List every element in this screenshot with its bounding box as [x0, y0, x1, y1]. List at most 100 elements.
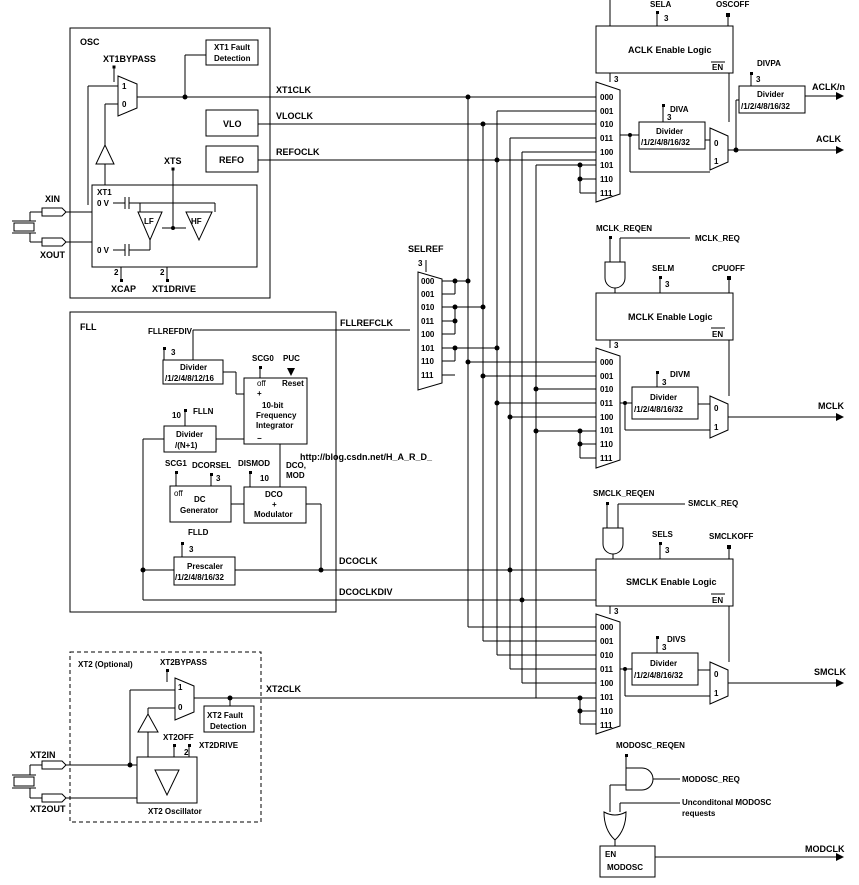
- svg-text:000: 000: [600, 93, 614, 102]
- svg-text:111: 111: [421, 371, 434, 380]
- svg-text:FLLREFDIV: FLLREFDIV: [148, 327, 193, 336]
- modosc-section: MODOSC_REQEN MODOSC_REQ Unconditonal MOD…: [599, 741, 845, 878]
- fll-n-divider: [163, 425, 217, 453]
- smclk-section: SMCLK_REQEN SMCLK_REQ SELS 3 SMCLKOFF SM…: [468, 489, 846, 735]
- svg-text:0 V: 0 V: [97, 199, 110, 208]
- svg-text:010: 010: [600, 651, 614, 660]
- svg-text:2: 2: [184, 748, 189, 757]
- svg-text:3: 3: [664, 14, 669, 23]
- svg-text:VLO: VLO: [223, 119, 242, 129]
- svg-text:FLLN: FLLN: [193, 407, 214, 416]
- svg-text:111: 111: [600, 189, 613, 198]
- svg-text:XT2IN: XT2IN: [30, 750, 56, 760]
- svg-text:1: 1: [714, 423, 719, 432]
- svg-text:011: 011: [600, 665, 613, 674]
- svg-text:FLLD: FLLD: [188, 528, 209, 537]
- svg-text:001: 001: [600, 107, 614, 116]
- svg-text:MODOSC_REQ: MODOSC_REQ: [682, 775, 740, 784]
- svg-text:110: 110: [600, 707, 613, 716]
- xt2-fault-detection: [203, 705, 255, 733]
- svg-text:DCORSEL: DCORSEL: [192, 461, 231, 470]
- svg-text:001: 001: [421, 290, 435, 299]
- svg-text:100: 100: [600, 148, 614, 157]
- svg-text:FLLREFCLK: FLLREFCLK: [340, 318, 393, 328]
- svg-text:XOUT: XOUT: [40, 250, 66, 260]
- xt1-fault-detection: [205, 39, 259, 66]
- modosc-block: [599, 845, 656, 878]
- svg-text:MOD: MOD: [286, 471, 305, 480]
- svg-text:FLL: FLL: [80, 322, 97, 332]
- clock-buses: [465, 94, 596, 698]
- svg-text:Modulator: Modulator: [254, 510, 293, 519]
- svg-text:EN: EN: [712, 596, 723, 605]
- svg-text:off: off: [174, 489, 184, 498]
- osc-block: OSC XT1BYPASS 1 0 XT1 Fault Detection VL…: [12, 27, 271, 299]
- svg-text:ACLK/n: ACLK/n: [812, 82, 845, 92]
- smclk-mux: [595, 613, 621, 735]
- svg-text:3: 3: [662, 378, 667, 387]
- svg-text:MODCLK: MODCLK: [805, 844, 845, 854]
- fll-prescaler: [173, 556, 236, 586]
- svg-text:3: 3: [418, 259, 423, 268]
- modosc-or-gate: [603, 811, 627, 841]
- buffer-triangle: [95, 143, 115, 165]
- svg-text:101: 101: [600, 693, 614, 702]
- svg-text:100: 100: [600, 679, 614, 688]
- svg-text:1: 1: [122, 82, 127, 91]
- osc-signals: XT1CLK VLOCLK REFOCLK: [137, 85, 596, 161]
- xt2-buffer: [137, 712, 159, 733]
- aclk-mux: [595, 81, 621, 203]
- svg-text:000: 000: [600, 358, 614, 367]
- svg-text:XT1 Fault: XT1 Fault: [214, 43, 250, 52]
- svg-text:2: 2: [114, 268, 119, 277]
- svg-text:DIVA: DIVA: [670, 105, 689, 114]
- svg-text:10-bit: 10-bit: [262, 401, 284, 410]
- svg-text:REFOCLK: REFOCLK: [276, 147, 320, 157]
- svg-text:SELM: SELM: [652, 264, 675, 273]
- svg-text:LF: LF: [144, 217, 154, 226]
- svg-text:3: 3: [665, 546, 670, 555]
- xt2in-pin: [41, 760, 67, 770]
- frequency-integrator: [243, 377, 308, 445]
- aclk-divider: [638, 121, 706, 150]
- svg-text:Divider: Divider: [656, 127, 683, 136]
- svg-text:SELA: SELA: [650, 0, 672, 9]
- mclk-divider: [631, 386, 699, 420]
- svg-text:Generator: Generator: [180, 506, 218, 515]
- svg-text:101: 101: [600, 161, 614, 170]
- svg-text:SELREF: SELREF: [408, 244, 444, 254]
- svg-text:DCOCLKDIV: DCOCLKDIV: [339, 587, 393, 597]
- osc-title: OSC: [80, 37, 100, 47]
- svg-text:DISMOD: DISMOD: [238, 459, 270, 468]
- mclk-mux-codes: 000 001 010 011 100 101 110 111: [600, 358, 614, 463]
- svg-text:XT2 Oscillator: XT2 Oscillator: [148, 807, 202, 816]
- svg-text:Divider: Divider: [650, 393, 677, 402]
- svg-text:SCG1: SCG1: [165, 459, 187, 468]
- svg-text:Divider: Divider: [176, 430, 203, 439]
- svg-text:XTS: XTS: [164, 156, 182, 166]
- svg-text:MODOSC_REQEN: MODOSC_REQEN: [616, 741, 685, 750]
- hf-amplifier: [185, 211, 213, 242]
- svg-text:REFO: REFO: [219, 155, 244, 165]
- selref-mux: SELREF 3 000 001 010 011 100 101 110 111: [408, 244, 497, 391]
- svg-text:1: 1: [714, 157, 719, 166]
- svg-text:/(N+1): /(N+1): [175, 441, 198, 450]
- svg-text:3: 3: [667, 113, 672, 122]
- svg-text:HF: HF: [191, 217, 202, 226]
- xout-pin: [41, 237, 67, 247]
- svg-text:DCO,: DCO,: [286, 461, 306, 470]
- aclk-divpa-divider: [738, 85, 806, 114]
- svg-text:XT1CLK: XT1CLK: [276, 85, 312, 95]
- svg-text:EN: EN: [712, 330, 723, 339]
- svg-text:110: 110: [600, 440, 613, 449]
- svg-text:DIVS: DIVS: [667, 635, 686, 644]
- smclk-enable-logic: [595, 558, 734, 607]
- svg-text:EN: EN: [712, 63, 723, 72]
- svg-text:DIVPA: DIVPA: [757, 59, 781, 68]
- svg-text:SMCLK: SMCLK: [814, 667, 846, 677]
- svg-text:10: 10: [260, 474, 269, 483]
- fll-block: FLL FLLREFDIV 3 Divider /1/2/4/8/12/16 F…: [69, 311, 596, 613]
- svg-text:0: 0: [714, 670, 719, 679]
- mclk-and-gate: [604, 261, 626, 289]
- svg-text:Detection: Detection: [214, 54, 251, 63]
